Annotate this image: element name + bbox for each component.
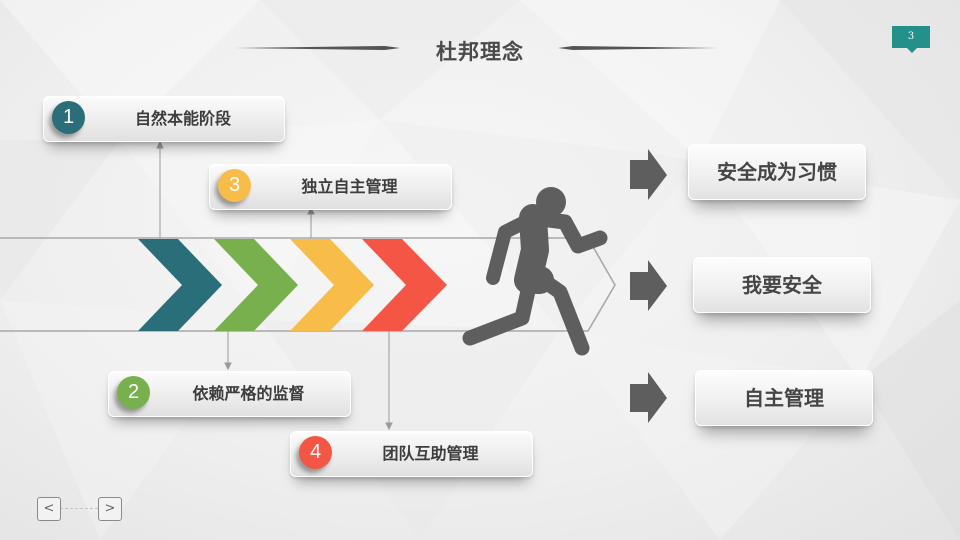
- outcome-card-self-manage: 自主管理: [695, 370, 873, 426]
- stage-number-badge: 1: [52, 101, 85, 134]
- stage-card-1: 1 自然本能阶段: [43, 96, 285, 142]
- page-title: 杜邦理念: [436, 40, 524, 64]
- chevron-stage-3: [290, 239, 374, 331]
- arrow-right-icon: [630, 149, 667, 200]
- stage-label: 团队互助管理: [382, 444, 479, 463]
- stage-card-2: 2 依赖严格的监督: [108, 371, 351, 417]
- stage-connectors: [156, 140, 393, 431]
- outcome-card-habit: 安全成为习惯: [688, 144, 866, 200]
- stage-card-4: 4 团队互助管理: [290, 431, 533, 477]
- title-right-rule: [558, 46, 718, 50]
- nav-divider: [60, 508, 98, 509]
- stage-number-badge: 4: [299, 436, 332, 469]
- page-number-badge: 3: [892, 26, 930, 53]
- stage-card-3: 3 独立自主管理: [209, 164, 452, 210]
- stage-label: 独立自主管理: [301, 177, 398, 196]
- title-bar: 杜邦理念: [0, 30, 960, 70]
- chevron-stage-1: [138, 239, 222, 331]
- arrow-right-icon: [630, 372, 667, 423]
- outcome-card-want-safety: 我要安全: [693, 257, 871, 313]
- chevron-stage-4: [362, 239, 447, 331]
- stage-number-badge: 3: [218, 169, 251, 202]
- title-left-rule: [235, 46, 400, 50]
- stage-label: 自然本能阶段: [134, 109, 231, 128]
- next-slide-button[interactable]: >: [98, 497, 122, 521]
- running-person-icon: [462, 187, 608, 356]
- stage-label: 依赖严格的监督: [192, 384, 305, 403]
- stage-number-badge: 2: [117, 376, 150, 409]
- prev-slide-button[interactable]: <: [37, 497, 61, 521]
- arrow-right-icon: [630, 260, 667, 311]
- chevron-stage-2: [214, 239, 298, 331]
